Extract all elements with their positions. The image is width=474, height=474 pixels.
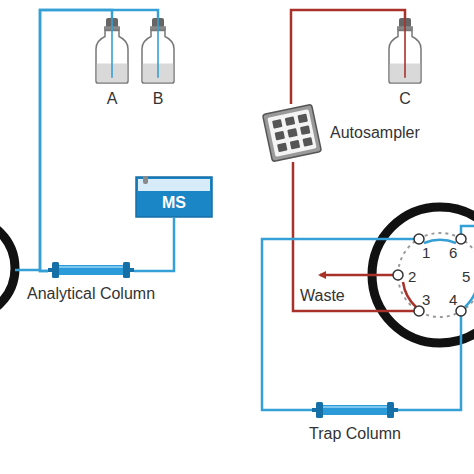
channel (465, 282, 474, 307)
port-number: 2 (408, 269, 416, 284)
bottle-icon (141, 18, 175, 84)
trap-column: Trap Column (312, 401, 398, 419)
tubing-connector (291, 10, 405, 104)
waste-arrow (320, 274, 393, 277)
bottle-icon (95, 18, 129, 84)
left-valve (0, 218, 15, 318)
mass-spectrometer: MS (135, 176, 213, 218)
sample-bottle: C (388, 18, 422, 84)
part-label: Trap Column (309, 425, 401, 443)
part-label: B (153, 90, 164, 108)
port-number: 4 (449, 292, 457, 307)
bottle-icon (388, 18, 422, 84)
tube (398, 316, 461, 410)
tube (15, 269, 40, 272)
part-label: C (399, 90, 411, 108)
column-icon (312, 401, 398, 419)
tubing-connector (134, 218, 174, 271)
tube (461, 226, 474, 234)
solvent-bottle: A (95, 18, 129, 84)
port-number: 6 (449, 245, 457, 260)
port-number: 5 (462, 269, 470, 284)
column-icon (48, 261, 134, 279)
solvent-bottle: B (141, 18, 175, 84)
tray-icon (262, 104, 322, 162)
tubing-connector (40, 10, 158, 271)
box-label: MS (135, 176, 213, 213)
analytical-column: Analytical Column (48, 261, 134, 279)
autosampler: Autosampler (262, 104, 322, 162)
part-label: A (107, 90, 118, 108)
part-label: Analytical Column (27, 285, 155, 303)
port-number: 1 (422, 245, 430, 260)
channel (424, 240, 456, 243)
channel (403, 282, 416, 307)
outlet-label: Waste (300, 288, 345, 304)
valve-rotor (398, 233, 474, 317)
tube (262, 239, 414, 410)
sample-line (293, 162, 414, 311)
ports (393, 234, 474, 316)
port-number: 3 (422, 292, 430, 307)
part-label: Autosampler (330, 124, 420, 142)
